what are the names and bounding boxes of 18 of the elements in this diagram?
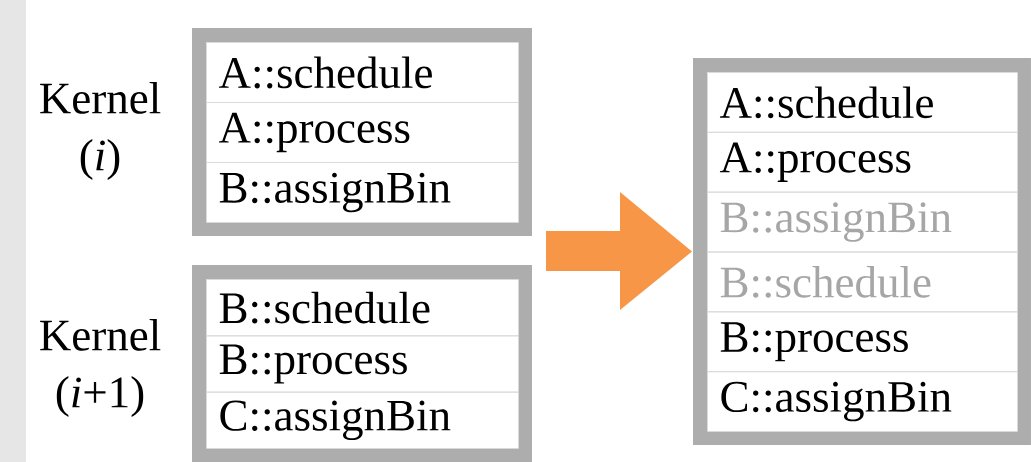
table-row: C::assignBin bbox=[206, 391, 519, 449]
table-row: B::process bbox=[206, 335, 519, 393]
kernel-label: Kernel (i+1) bbox=[40, 319, 161, 417]
table-row: B::schedule bbox=[707, 251, 1018, 313]
table-row: B::process bbox=[707, 311, 1018, 373]
table-row: B::assignBin bbox=[707, 191, 1018, 253]
kernel-label: Kernel (i) bbox=[40, 82, 161, 180]
table-row: B::schedule bbox=[206, 279, 519, 337]
frame-box bbox=[192, 28, 532, 236]
table-row: A::schedule bbox=[206, 42, 519, 103]
frame-box bbox=[693, 58, 1031, 445]
frame-box bbox=[192, 265, 532, 462]
table-row: A::schedule bbox=[707, 72, 1018, 133]
table-row: A::process bbox=[707, 131, 1018, 193]
block-arrow bbox=[546, 192, 692, 310]
table-row: A::process bbox=[206, 102, 519, 163]
table-row: C::assignBin bbox=[707, 371, 1018, 432]
table-row: B::assignBin bbox=[206, 162, 519, 223]
